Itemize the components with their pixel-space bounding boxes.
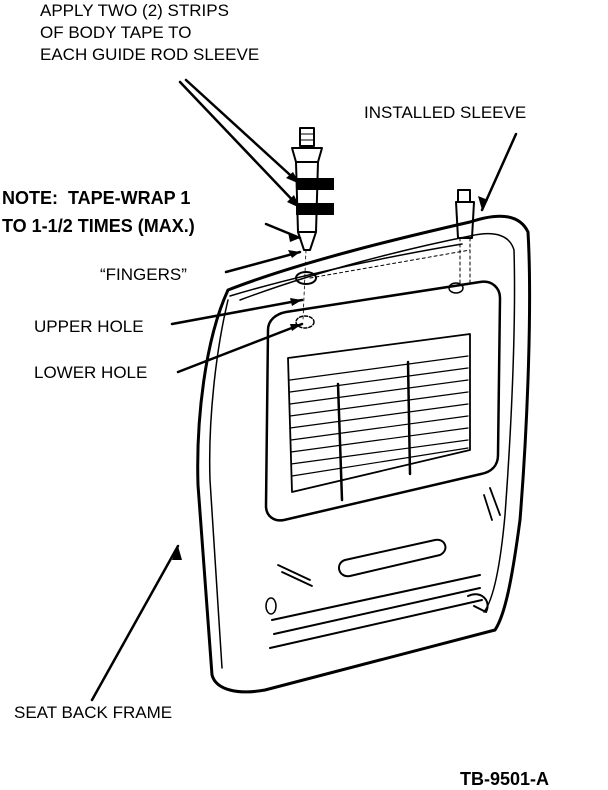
- seat-back-frame-outline: [196, 214, 532, 694]
- seat-back-side-edge: [208, 299, 229, 669]
- figure-id: TB-9501-A: [460, 769, 550, 789]
- top-ridge: [229, 243, 463, 297]
- upper-hole: [295, 271, 317, 285]
- seat-back-frame-inner-rim: [239, 232, 516, 613]
- installed-sleeve: [455, 189, 475, 285]
- upper-hole-label: UPPER HOLE: [34, 317, 144, 336]
- arrowheads: [172, 172, 488, 560]
- grille-panel-inner: [287, 333, 471, 493]
- guide-rod-sleeve-left: [291, 127, 323, 321]
- right-slot: [483, 487, 501, 521]
- fingers-label: “FINGERS”: [100, 265, 187, 284]
- installed-sleeve-label: INSTALLED SLEEVE: [364, 103, 527, 122]
- apply-tape-label: APPLY TWO (2) STRIPS OF BODY TAPE TO EAC…: [40, 1, 260, 64]
- upper-hole-right: [448, 282, 464, 294]
- note-label: NOTE: TAPE-WRAP 1 TO 1-1/2 TIMES (MAX.): [2, 188, 195, 236]
- tape-strips: [296, 178, 334, 215]
- grille-lines: [289, 355, 469, 502]
- sleeve-path-dashed: [309, 249, 471, 279]
- lower-hole: [295, 315, 315, 329]
- leader-lines: [90, 78, 518, 702]
- center-slot: [338, 538, 447, 578]
- lower-hole-label: LOWER HOLE: [34, 363, 148, 382]
- grille-panel-outer: [264, 280, 502, 522]
- bottom-bracket: [467, 593, 489, 613]
- lower-rail: [269, 574, 483, 649]
- seat-back-frame-label: SEAT BACK FRAME: [14, 703, 173, 722]
- left-slot: [277, 564, 313, 587]
- left-rivet: [265, 597, 277, 615]
